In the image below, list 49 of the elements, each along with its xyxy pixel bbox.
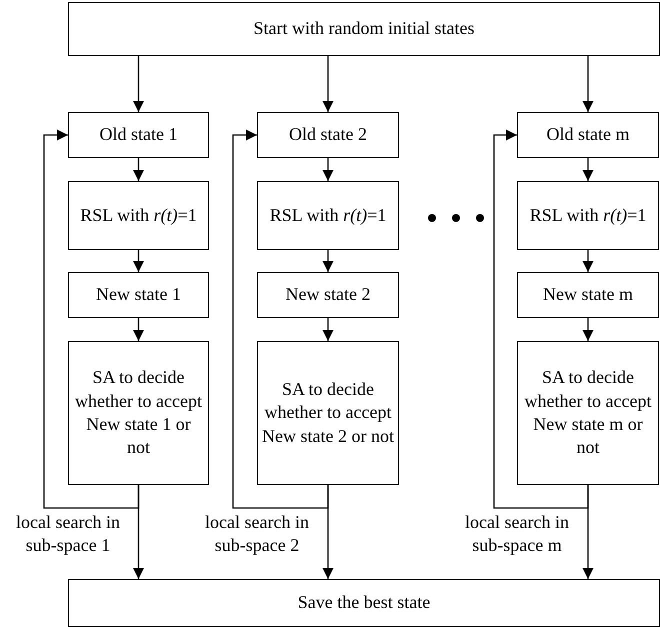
loop-label: local search in sub-space 2 bbox=[204, 511, 310, 558]
process-box bbox=[68, 272, 209, 318]
arrow bbox=[133, 250, 144, 272]
arrow bbox=[322, 56, 334, 112]
arrow bbox=[43, 130, 140, 509]
loop-label: local search in sub-space 1 bbox=[15, 511, 121, 558]
arrow bbox=[582, 158, 594, 181]
arrow bbox=[133, 56, 144, 112]
process-box bbox=[257, 272, 399, 318]
box-text: Old state 1 bbox=[100, 123, 178, 146]
arrow bbox=[322, 158, 334, 181]
box-text: Start with random initial states bbox=[254, 17, 474, 40]
arrow bbox=[493, 130, 589, 509]
box-text: SA to decide whether to accept New state 1 or not bbox=[74, 366, 203, 460]
process-box bbox=[517, 341, 659, 485]
box-text: Save the best state bbox=[298, 591, 430, 614]
arrow bbox=[133, 318, 144, 341]
box-text: SA to decide whether to accept New state m or not bbox=[524, 366, 652, 460]
process-box bbox=[68, 112, 209, 158]
process-box bbox=[257, 341, 399, 485]
box-text: RSL with r(t)=1 bbox=[530, 204, 646, 227]
box-text: SA to decide whether to accept New state 2 or not bbox=[262, 378, 394, 448]
arrow bbox=[322, 250, 334, 272]
arrow bbox=[232, 130, 329, 509]
process-box bbox=[68, 341, 209, 485]
arrow bbox=[582, 56, 594, 112]
arrow bbox=[322, 318, 334, 341]
arrow bbox=[322, 485, 334, 579]
process-box bbox=[517, 181, 659, 250]
arrow bbox=[582, 250, 594, 272]
process-box bbox=[68, 579, 660, 627]
process-box bbox=[517, 112, 659, 158]
box-text: RSL with r(t)=1 bbox=[80, 204, 197, 227]
process-box bbox=[517, 272, 659, 318]
box-text: Old state 2 bbox=[289, 123, 367, 146]
arrow bbox=[582, 485, 594, 579]
process-box bbox=[68, 181, 209, 250]
box-text: Old state m bbox=[546, 123, 630, 146]
process-box bbox=[257, 181, 399, 250]
process-box bbox=[68, 2, 660, 56]
arrow bbox=[133, 158, 144, 181]
box-text: New state m bbox=[543, 283, 633, 306]
arrow bbox=[133, 485, 144, 579]
box-text: RSL with r(t)=1 bbox=[270, 204, 386, 227]
arrow bbox=[582, 318, 594, 341]
loop-label: local search in sub-space m bbox=[464, 511, 570, 558]
box-text: New state 2 bbox=[286, 283, 370, 306]
process-box bbox=[257, 112, 399, 158]
box-text: New state 1 bbox=[96, 283, 181, 306]
